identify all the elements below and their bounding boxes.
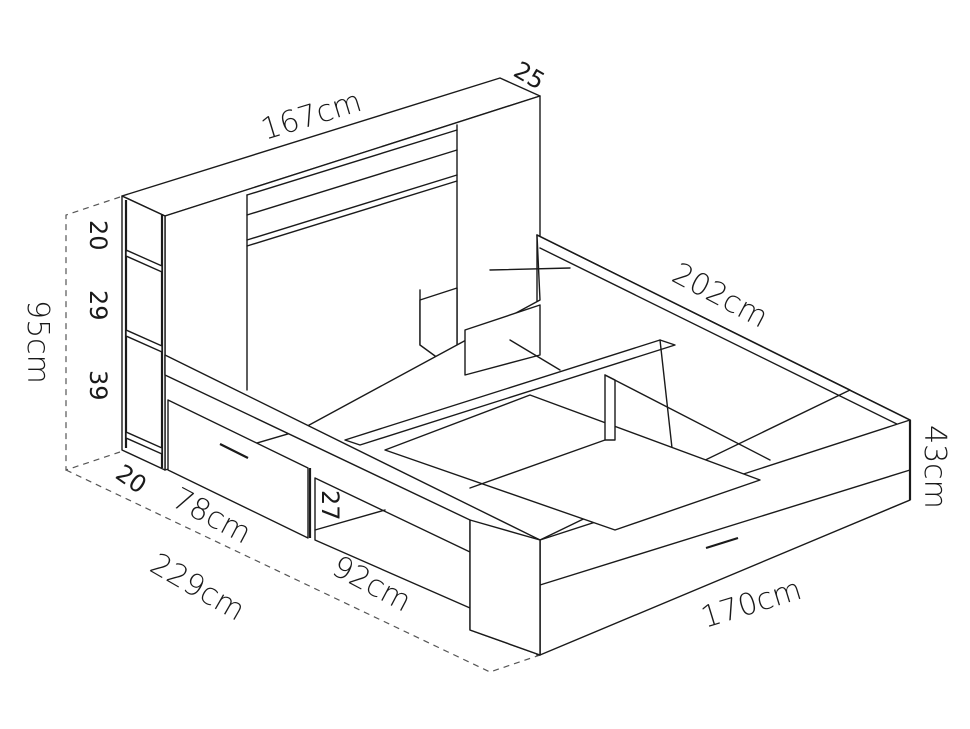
side-rail: [164, 354, 541, 656]
label-shelf-1: 20: [84, 220, 112, 251]
dimension-guides: [65, 196, 541, 673]
label-total-length: 229cm: [144, 547, 251, 629]
label-open-shelf-height: 27: [316, 490, 344, 521]
label-shelf-3: 39: [84, 370, 112, 401]
bed-frame: [299, 234, 912, 656]
label-total-height: 95cm: [20, 300, 55, 384]
label-shelf-depth: 20: [111, 459, 152, 499]
label-shelf-2: 29: [84, 290, 112, 321]
label-frame-height: 43cm: [917, 425, 952, 509]
